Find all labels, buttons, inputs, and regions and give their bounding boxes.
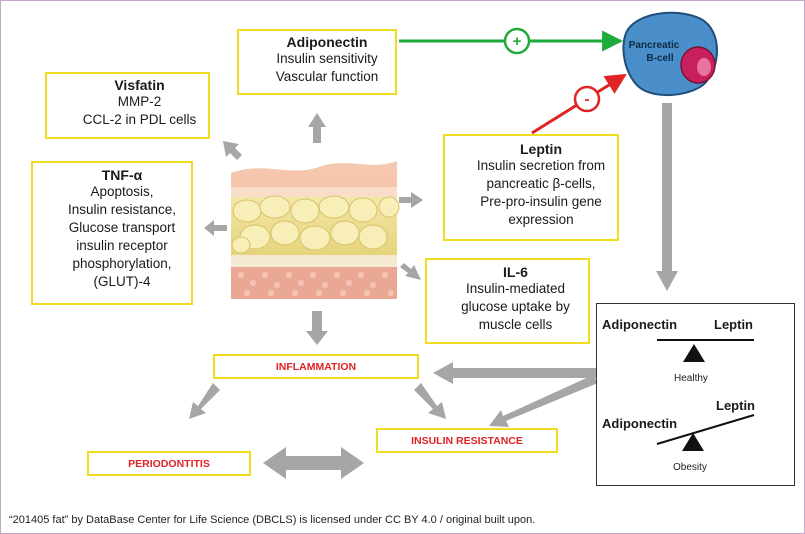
arrow-to-visfatin [223,141,242,160]
pancreas-label-line1: Pancreatic [629,40,680,51]
visfatin-line: CCL-2 in PDL cells [82,112,197,127]
pancreatic-b-cell-icon: Pancreatic B-cell [622,11,718,97]
adiponectin-line: Vascular function [275,69,379,84]
arrow-to-il6 [400,263,421,280]
tnf-line: (GLUT)-4 [93,274,151,289]
leptin-box: Leptin Insulin secretion from pancreatic… [443,134,619,241]
periodontitis-box: PERIODONTITIS [87,451,251,476]
arrow-to-tnf [204,220,227,236]
obesity-leptin-label: Leptin [716,398,755,413]
arrow-to-leptin [399,192,423,208]
il6-line: muscle cells [478,317,553,332]
adiponectin-line: Insulin sensitivity [276,51,378,66]
leptin-title: Leptin [520,141,562,157]
visfatin-title: Visfatin [114,77,165,93]
minus-sign: - [585,91,590,108]
leptin-to-pancreas-arrow: - [531,73,627,135]
arrow-balance-to-insulin-resistance [489,375,598,427]
tnf-line: insulin receptor [76,238,168,253]
healthy-adiponectin-label: Adiponectin [602,317,678,332]
gray-arrows [189,103,678,479]
healthy-caption: Healthy [674,373,708,384]
adipose-tissue-icon [231,161,400,299]
healthy-leptin-label: Leptin [714,317,753,332]
double-arrow-periodontitis-insulin-resistance [263,447,364,479]
arrow-to-inflammation [306,311,328,345]
leptin-line: Pre-pro-insulin gene [480,194,602,209]
arrow-inflammation-to-insulin-resistance [414,383,446,419]
tnf-line: Insulin resistance, [67,202,177,217]
arrow-to-adiponectin [308,113,326,143]
adiponectin-to-pancreas-arrow: + [399,27,624,55]
plus-sign: + [513,33,522,50]
adiponectin-title: Adiponectin [286,34,368,50]
balance-scales-icon [656,339,755,451]
arrow-balance-to-inflammation [433,362,597,384]
adiponectin-box: Adiponectin Insulin sensitivity Vascular… [237,29,397,95]
tnf-line: Apoptosis, [90,184,154,199]
leptin-line: expression [508,212,574,227]
il6-line: Insulin-mediated [465,281,566,296]
leptin-line: pancreatic β-cells, [486,176,596,191]
visfatin-box: Visfatin MMP-2 CCL-2 in PDL cells [45,72,210,139]
tnf-line: Glucose transport [68,220,176,235]
obesity-caption: Obesity [673,462,707,473]
adiponectin-leptin-balance: Adiponectin Leptin Healthy Adiponectin L… [596,303,795,486]
il6-line: glucose uptake by [461,299,570,314]
image-credit: “201405 fat” by DataBase Center for Life… [9,514,536,526]
leptin-line: Insulin secretion from [476,158,606,173]
tnf-line: phosphorylation, [72,256,172,271]
il6-box: IL-6 Insulin-mediated glucose uptake by … [425,258,590,344]
il6-title: IL-6 [503,264,528,280]
obesity-adiponectin-label: Adiponectin [602,416,678,431]
arrow-inflammation-to-periodontitis [189,383,220,419]
insulin-resistance-box: INSULIN RESISTANCE [376,428,558,453]
arrow-pancreas-to-balance [656,103,678,291]
pancreas-label-line2: B-cell [646,53,673,64]
tnf-alpha-title: TNF-α [101,167,143,183]
visfatin-line: MMP-2 [117,94,162,109]
tnf-alpha-box: TNF-α Apoptosis, Insulin resistance, Glu… [31,161,193,305]
inflammation-box: INFLAMMATION [213,354,419,379]
